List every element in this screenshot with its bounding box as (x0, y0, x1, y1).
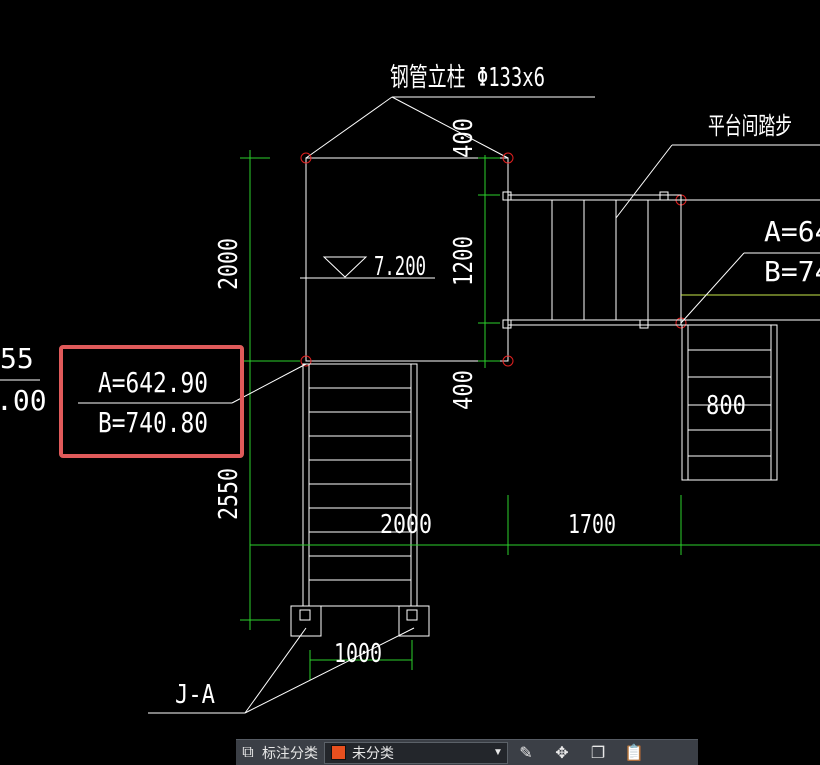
upper-stair (502, 191, 820, 329)
paste-icon[interactable]: 📋 (624, 744, 644, 762)
dim-800: 800 (706, 391, 746, 421)
foundation-label: J-A (175, 680, 215, 710)
highlighted-annotation[interactable]: A=642.90 B=740.80 (59, 345, 307, 458)
edit-icon[interactable]: ✎ (519, 744, 533, 762)
right-partial-annotation: A=64 B=74 (680, 215, 820, 324)
dim-2550-vertical: 2550 (214, 468, 244, 520)
category-value: 未分类 (352, 745, 394, 762)
left-annotation-a: 55 (0, 342, 34, 375)
column-spec-label: 钢管立柱 Φ133x6 (390, 63, 545, 93)
platform-step-label: 平台间踏步 (708, 112, 792, 140)
dimension-lines (240, 150, 820, 680)
annotation-a-value: A=642.90 (98, 366, 208, 399)
category-label: 标注分类 (262, 745, 318, 762)
layers-icon[interactable]: ⧉ (242, 743, 254, 761)
foundation-callout: J-A (148, 627, 415, 714)
dim-1700: 1700 (568, 510, 616, 540)
level-mark-text: 7.200 (374, 252, 426, 282)
annotation-b-value: B=740.80 (98, 406, 208, 439)
dim-400-top: 400 (449, 118, 479, 158)
chevron-down-icon: ▼ (493, 747, 503, 758)
dim-2000-vertical: 2000 (214, 238, 244, 290)
platform-step-callout: 平台间踏步 (615, 112, 820, 219)
right-annotation-b: B=74 (764, 255, 820, 288)
category-color-swatch (331, 745, 346, 760)
move-icon[interactable]: ✥ (555, 744, 569, 762)
right-annotation-a: A=64 (764, 215, 820, 248)
lower-stair (290, 363, 430, 637)
level-mark: 7.200 (300, 252, 435, 282)
dim-400-bottom: 400 (449, 370, 479, 410)
right-stair (681, 324, 778, 481)
platform-outline (300, 152, 687, 367)
annotation-toolbar: ⧉ 标注分类 未分类 ▼ ✎ ✥ ❐ 📋 (236, 739, 698, 765)
dim-1200: 1200 (449, 236, 479, 286)
column-callout: 钢管立柱 Φ133x6 (305, 63, 595, 159)
dim-2000-horizontal: 2000 (380, 510, 432, 540)
category-dropdown[interactable]: 未分类 ▼ (324, 741, 508, 764)
left-annotation-b: .00 (0, 384, 47, 417)
highlight-box (59, 345, 244, 458)
copy-icon[interactable]: ❐ (590, 744, 606, 762)
left-partial-annotation: 55 .00 (0, 342, 47, 417)
